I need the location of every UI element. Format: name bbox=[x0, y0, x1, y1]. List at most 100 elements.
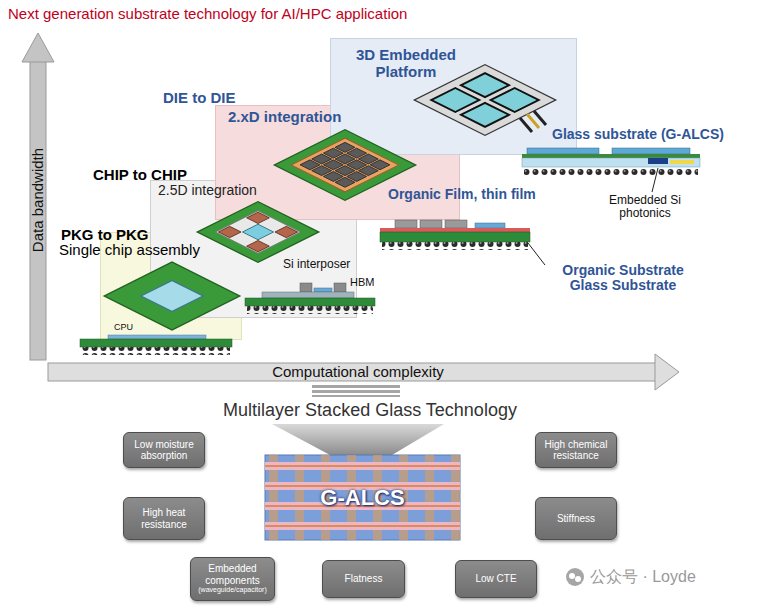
y-axis-arrow-part bbox=[22, 33, 54, 62]
y-axis-arrow-part bbox=[30, 60, 46, 360]
text-label: Organic Film, thin film bbox=[388, 187, 536, 202]
x-axis-arrow-part bbox=[655, 354, 679, 390]
watermark-icon-part bbox=[566, 568, 584, 586]
organic-film-cross-section-part bbox=[382, 242, 528, 250]
property-label: Low moisture absorption bbox=[128, 439, 200, 462]
x-axis-arrow bbox=[48, 354, 679, 390]
stacked-glass-image-part bbox=[265, 455, 460, 540]
interposer-package-part bbox=[218, 226, 241, 237]
property-box: Flatness bbox=[322, 560, 405, 598]
text-label: Organic Substrate Glass Substrate bbox=[548, 263, 698, 294]
interposer-package-part bbox=[275, 226, 298, 237]
organic-film-cross-section-part bbox=[445, 220, 467, 228]
cpu-cross-section-part bbox=[82, 347, 230, 355]
property-box: Low CTE bbox=[455, 560, 537, 598]
glass-bands bbox=[265, 462, 460, 530]
panel-heading: 3D Embedded Platform bbox=[341, 47, 471, 80]
funnel-stripes-part bbox=[312, 390, 400, 393]
text-label: HBM bbox=[350, 276, 374, 288]
die-to-die-package-part bbox=[291, 138, 398, 192]
panel-subheading: 2.xD integration bbox=[228, 109, 341, 126]
funnel-stripes bbox=[312, 385, 400, 397]
die-grid-part bbox=[335, 177, 355, 187]
cpu-cross-section-part bbox=[108, 335, 206, 339]
interposer-package-part bbox=[216, 211, 301, 253]
title: Next generation substrate technology for… bbox=[8, 6, 407, 23]
text-label: Computational complexity bbox=[272, 364, 444, 381]
interposer-cross-section-part bbox=[245, 298, 375, 306]
glass-bands-part bbox=[265, 522, 460, 530]
single-chip-package-part bbox=[104, 262, 240, 330]
stacked-glass-image bbox=[265, 455, 460, 540]
glass-cross-section-part bbox=[527, 148, 599, 154]
x-axis-arrow-part bbox=[48, 363, 656, 381]
property-label: Low CTE bbox=[475, 573, 516, 585]
text-label: Glass substrate (G-ALCS) bbox=[552, 127, 724, 142]
property-label: Flatness bbox=[345, 573, 383, 585]
embedded-3d-package-part bbox=[414, 65, 555, 136]
glass-cross-section-part bbox=[522, 154, 700, 158]
leader-line bbox=[528, 243, 545, 265]
single-chip-package-part bbox=[141, 280, 203, 311]
embedded-3d-package-part bbox=[461, 103, 509, 127]
property-box: Stiffness bbox=[535, 497, 617, 540]
text-label: Data bandwidth bbox=[30, 148, 47, 252]
interposer-package-part bbox=[197, 202, 319, 263]
property-label: Stiffness bbox=[557, 513, 595, 525]
organic-film-cross-section-part bbox=[395, 220, 417, 228]
text-label: 公众号 · Loyde bbox=[590, 568, 696, 586]
organic-film-cross-section bbox=[380, 220, 530, 250]
panel-heading: DIE to DIE bbox=[163, 90, 236, 107]
text-label: Embedded Si photonics bbox=[600, 194, 690, 220]
property-box: Low moisture absorption bbox=[123, 432, 205, 468]
cpu-cross-section-part bbox=[80, 339, 232, 347]
panel-subheading: 2.5D integration bbox=[158, 183, 257, 198]
property-label: (waveguide/capacitor) bbox=[198, 586, 266, 594]
interposer-cross-section-part bbox=[334, 283, 346, 292]
glass-bands-part bbox=[265, 462, 460, 470]
funnel-stripes-part bbox=[312, 385, 400, 388]
property-label: Embedded components bbox=[195, 563, 270, 586]
leader-line bbox=[652, 168, 658, 192]
interposer-cross-section-part bbox=[262, 292, 354, 298]
property-box: Embedded components(waveguide/capacitor) bbox=[190, 557, 275, 601]
organic-film-cross-section-part bbox=[380, 232, 530, 242]
y-axis-arrow bbox=[22, 33, 54, 360]
funnel bbox=[272, 424, 444, 455]
panel-heading: CHIP to CHIP bbox=[93, 167, 187, 184]
cpu-cross-section bbox=[80, 335, 232, 355]
organic-film-cross-section-part bbox=[420, 220, 442, 228]
die-grid bbox=[300, 142, 390, 187]
optical-ribbons-part bbox=[520, 118, 532, 132]
optical-ribbons-part bbox=[534, 111, 546, 125]
single-chip-package bbox=[104, 262, 240, 330]
interposer-package-part bbox=[247, 240, 270, 251]
property-label: High chemical resistance bbox=[540, 439, 612, 462]
watermark-icon bbox=[566, 568, 584, 586]
glass-cross-section-part bbox=[648, 158, 668, 164]
text-label: Si interposer bbox=[283, 258, 350, 271]
interposer-cross-section-part bbox=[247, 306, 373, 314]
stacked-glass-image-part bbox=[265, 455, 460, 540]
glass-bands-part bbox=[265, 525, 460, 527]
property-box: High chemical resistance bbox=[535, 432, 617, 468]
glass-cross-section bbox=[522, 148, 700, 175]
interposer-cross-section-part bbox=[314, 288, 332, 292]
embedded-3d-package bbox=[414, 65, 555, 136]
organic-film-cross-section-part bbox=[475, 223, 505, 228]
stacked-glass-block: G-ALCS bbox=[265, 455, 460, 540]
block-label: G-ALCS bbox=[320, 485, 404, 511]
interposer-package bbox=[197, 202, 319, 263]
panel-subheading: Single chip assembly bbox=[59, 242, 200, 259]
watermark-icon-part bbox=[569, 573, 575, 579]
property-box: High heat resistance bbox=[123, 497, 205, 540]
glass-cross-section-part bbox=[612, 148, 690, 154]
interposer-package-part bbox=[242, 224, 273, 240]
glass-cross-section-part bbox=[522, 158, 700, 167]
interposer-package-part bbox=[247, 212, 270, 223]
watermark-icon-part bbox=[575, 576, 581, 582]
optical-ribbons bbox=[520, 111, 546, 132]
glass-cross-section-part bbox=[524, 167, 698, 175]
